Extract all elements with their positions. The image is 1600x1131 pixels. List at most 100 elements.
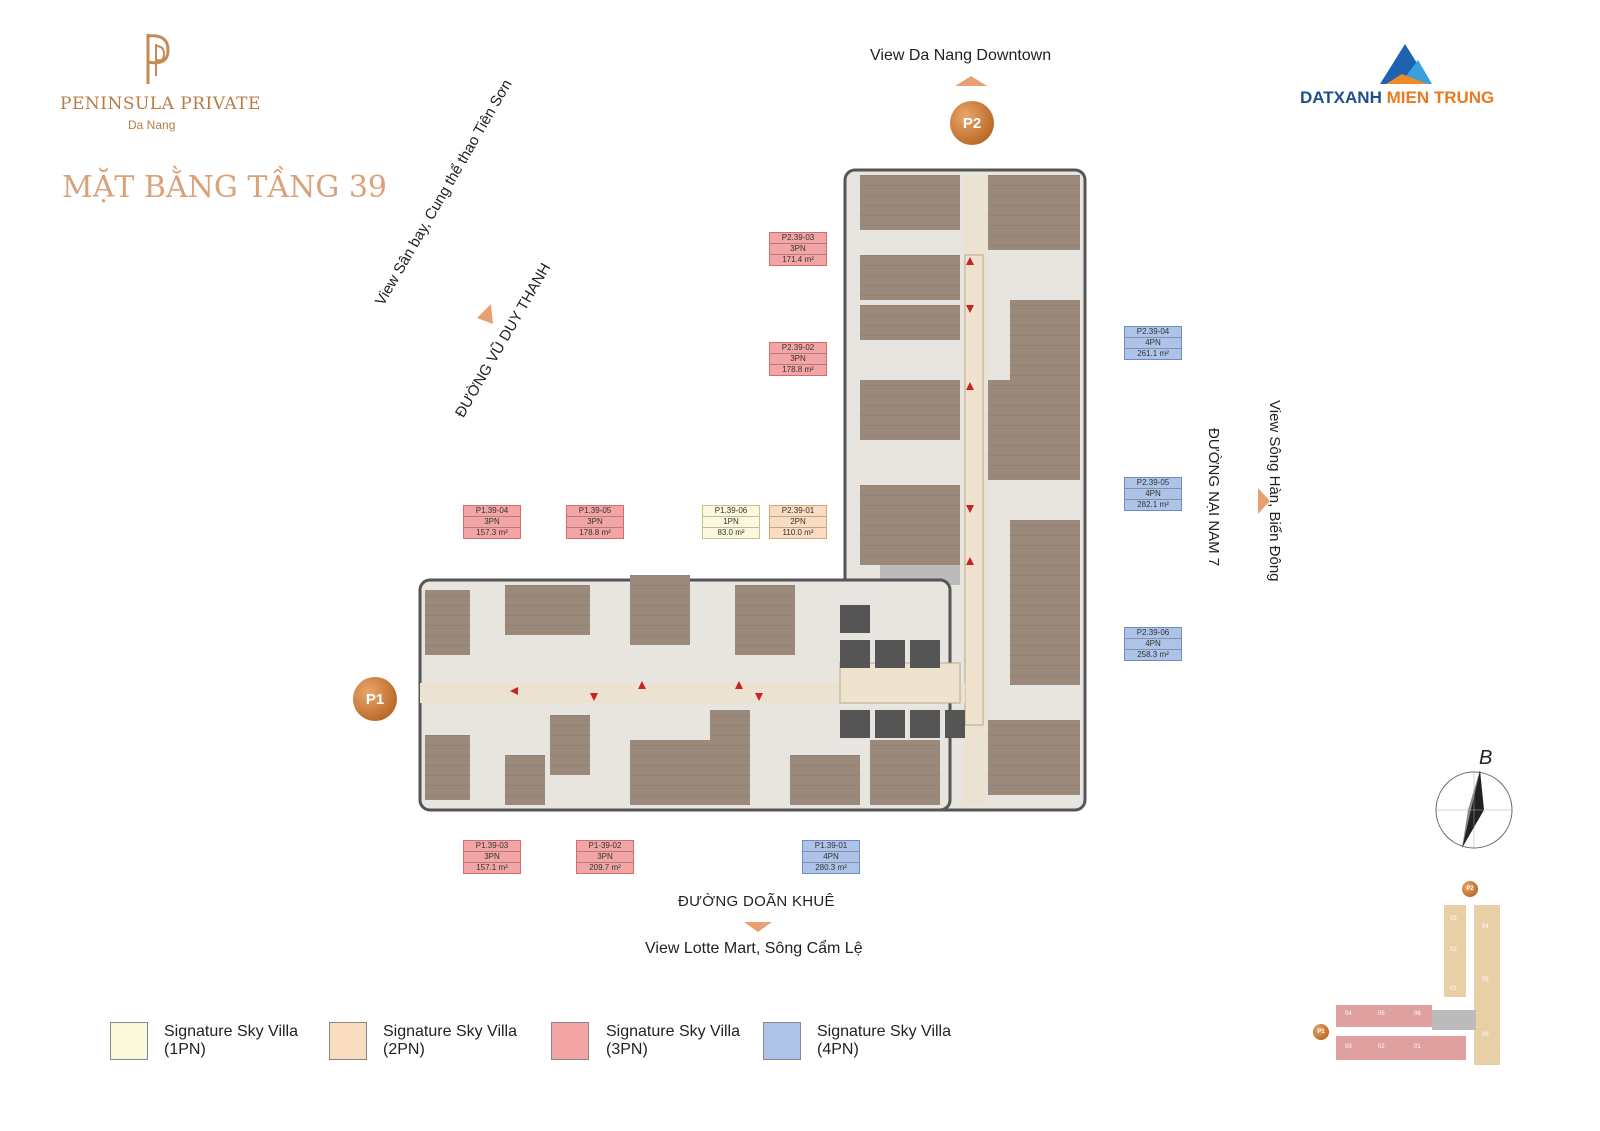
compass-label: B bbox=[1479, 747, 1493, 769]
unit-code: P1.39-06 bbox=[703, 506, 759, 517]
p1-top-rooms bbox=[425, 575, 795, 655]
unit-area: 280.3 m² bbox=[815, 863, 847, 872]
legend-label-4pn: Signature Sky Villa (4PN) bbox=[817, 1023, 951, 1059]
elevator-core bbox=[840, 605, 965, 738]
unit-tag-p1-39-01[interactable]: P1.39-01 4PN 280.3 m² bbox=[802, 840, 860, 874]
unit-area: 209.7 m² bbox=[589, 863, 621, 872]
unit-tag-p1-39-02[interactable]: P1-39-02 3PN 209.7 m² bbox=[576, 840, 634, 874]
unit-tag-p2-39-06[interactable]: P2.39-06 4PN 258.3 m² bbox=[1124, 627, 1182, 661]
compass-north-arrow-icon bbox=[1435, 770, 1513, 849]
unit-area: 178.8 m² bbox=[579, 528, 611, 537]
p2-right-rooms bbox=[988, 175, 1080, 795]
unit-type: 3PN bbox=[577, 852, 633, 863]
keymap-cell: 01 bbox=[1414, 1044, 1421, 1050]
unit-area: 157.1 m² bbox=[476, 863, 508, 872]
partner-name: DATXANH MIEN TRUNG bbox=[1300, 88, 1494, 108]
unit-tag-p2-39-05[interactable]: P2.39-05 4PN 282.1 m² bbox=[1124, 477, 1182, 511]
floor-plan bbox=[418, 168, 1087, 812]
p2-left-rooms bbox=[860, 175, 960, 585]
unit-type: 3PN bbox=[464, 517, 520, 528]
page-title: MẶT BẰNG TẦNG 39 bbox=[62, 170, 387, 205]
unit-tag-p2-39-04[interactable]: P2.39-04 4PN 261.1 m² bbox=[1124, 326, 1182, 360]
unit-code: P2.39-03 bbox=[770, 233, 826, 244]
unit-type: 3PN bbox=[567, 517, 623, 528]
unit-area: 157.3 m² bbox=[476, 528, 508, 537]
legend-line1: Signature Sky Villa bbox=[817, 1023, 951, 1040]
legend-line2: (1PN) bbox=[164, 1041, 206, 1058]
partner-name-a: DATXANH bbox=[1300, 88, 1382, 107]
legend-line2: (2PN) bbox=[383, 1041, 425, 1058]
exit-arrows bbox=[510, 257, 974, 701]
unit-tag-p2-39-03[interactable]: P2.39-03 3PN 171.4 m² bbox=[769, 232, 827, 266]
keymap-cell: 06 bbox=[1414, 1011, 1421, 1017]
keymap-cell: 04 bbox=[1345, 1011, 1352, 1017]
unit-area: 83.0 m² bbox=[717, 528, 745, 537]
legend-line1: Signature Sky Villa bbox=[164, 1023, 298, 1040]
legend-line1: Signature Sky Villa bbox=[383, 1023, 517, 1040]
legend-swatch-3pn bbox=[551, 1022, 589, 1060]
keymap-cell: 06 bbox=[1482, 1032, 1489, 1038]
keymap-p2-left bbox=[1444, 905, 1466, 997]
keymap-p1-bottom bbox=[1336, 1036, 1466, 1060]
unit-tag-p2-39-01[interactable]: P2.39-01 2PN 110.0 m² bbox=[769, 505, 827, 539]
unit-code: P1.39-03 bbox=[464, 841, 520, 852]
p1-bottom-rooms bbox=[425, 710, 940, 805]
keymap-cell: 05 bbox=[1378, 1011, 1385, 1017]
pin-p1[interactable]: P1 bbox=[353, 677, 397, 721]
partner-name-b: MIEN TRUNG bbox=[1386, 88, 1495, 107]
unit-tag-p1-39-04[interactable]: P1.39-04 3PN 157.3 m² bbox=[463, 505, 521, 539]
arrow-up-icon bbox=[955, 76, 987, 86]
brand-subtitle: Da Nang bbox=[128, 118, 176, 132]
arrow-ne-icon bbox=[477, 304, 493, 324]
unit-code: P2.39-06 bbox=[1125, 628, 1181, 639]
unit-area: 110.0 m² bbox=[782, 528, 814, 537]
arrow-down-icon bbox=[744, 922, 772, 932]
arrow-right-icon bbox=[1258, 488, 1270, 514]
brand-name: PENINSULA PRIVATE bbox=[60, 94, 261, 114]
legend-line2: (3PN) bbox=[606, 1041, 648, 1058]
peninsula-logo-icon bbox=[146, 34, 170, 84]
keymap-pin-p2: P2 bbox=[1462, 881, 1478, 897]
unit-type: 4PN bbox=[1125, 338, 1181, 349]
keymap-cell: 01 bbox=[1450, 986, 1457, 992]
legend-line1: Signature Sky Villa bbox=[606, 1023, 740, 1040]
unit-tag-p2-39-02[interactable]: P2.39-02 3PN 178.8 m² bbox=[769, 342, 827, 376]
unit-type: 1PN bbox=[703, 517, 759, 528]
unit-code: P2.39-01 bbox=[770, 506, 826, 517]
key-map: P2 P1 04 05 06 03 02 01 03 02 01 04 05 0… bbox=[1310, 880, 1510, 1065]
unit-tag-p1-39-05[interactable]: P1.39-05 3PN 178.8 m² bbox=[566, 505, 624, 539]
legend-label-2pn: Signature Sky Villa (2PN) bbox=[383, 1023, 517, 1059]
keymap-cell: 02 bbox=[1450, 947, 1457, 953]
legend-swatch-1pn bbox=[110, 1022, 148, 1060]
unit-type: 4PN bbox=[803, 852, 859, 863]
legend-swatch-4pn bbox=[763, 1022, 801, 1060]
legend-label-3pn: Signature Sky Villa (3PN) bbox=[606, 1023, 740, 1059]
keymap-pin-p1: P1 bbox=[1313, 1024, 1329, 1040]
unit-type: 3PN bbox=[770, 244, 826, 255]
keymap-p1-top bbox=[1336, 1005, 1432, 1027]
legend-label-1pn: Signature Sky Villa (1PN) bbox=[164, 1023, 298, 1059]
unit-tag-p1-39-03[interactable]: P1.39-03 3PN 157.1 m² bbox=[463, 840, 521, 874]
unit-area: 171.4 m² bbox=[782, 255, 814, 264]
road-bottom-label: ĐƯỜNG DOÃN KHUÊ bbox=[678, 893, 835, 910]
keymap-cell: 05 bbox=[1482, 977, 1489, 983]
unit-type: 2PN bbox=[770, 517, 826, 528]
unit-type: 4PN bbox=[1125, 489, 1181, 500]
unit-area: 258.3 m² bbox=[1137, 650, 1169, 659]
unit-tag-p1-39-06[interactable]: P1.39-06 1PN 83.0 m² bbox=[702, 505, 760, 539]
view-top-label: View Da Nang Downtown bbox=[870, 47, 1052, 64]
keymap-cell: 03 bbox=[1345, 1044, 1352, 1050]
unit-area: 178.8 m² bbox=[782, 365, 814, 374]
road-right-label: ĐƯỜNG NẠI NAM 7 bbox=[1205, 428, 1222, 567]
unit-code: P2.39-04 bbox=[1125, 327, 1181, 338]
keymap-cell: 02 bbox=[1378, 1044, 1385, 1050]
datxanh-logo-icon bbox=[1380, 44, 1432, 84]
keymap-cell: 03 bbox=[1450, 916, 1457, 922]
unit-code: P2.39-02 bbox=[770, 343, 826, 354]
unit-area: 261.1 m² bbox=[1137, 349, 1169, 358]
unit-code: P1-39-02 bbox=[577, 841, 633, 852]
view-bottom-label: View Lotte Mart, Sông Cẩm Lệ bbox=[645, 940, 863, 957]
pin-p2[interactable]: P2 bbox=[950, 101, 994, 145]
keymap-core bbox=[1432, 1010, 1476, 1030]
unit-type: 3PN bbox=[770, 354, 826, 365]
